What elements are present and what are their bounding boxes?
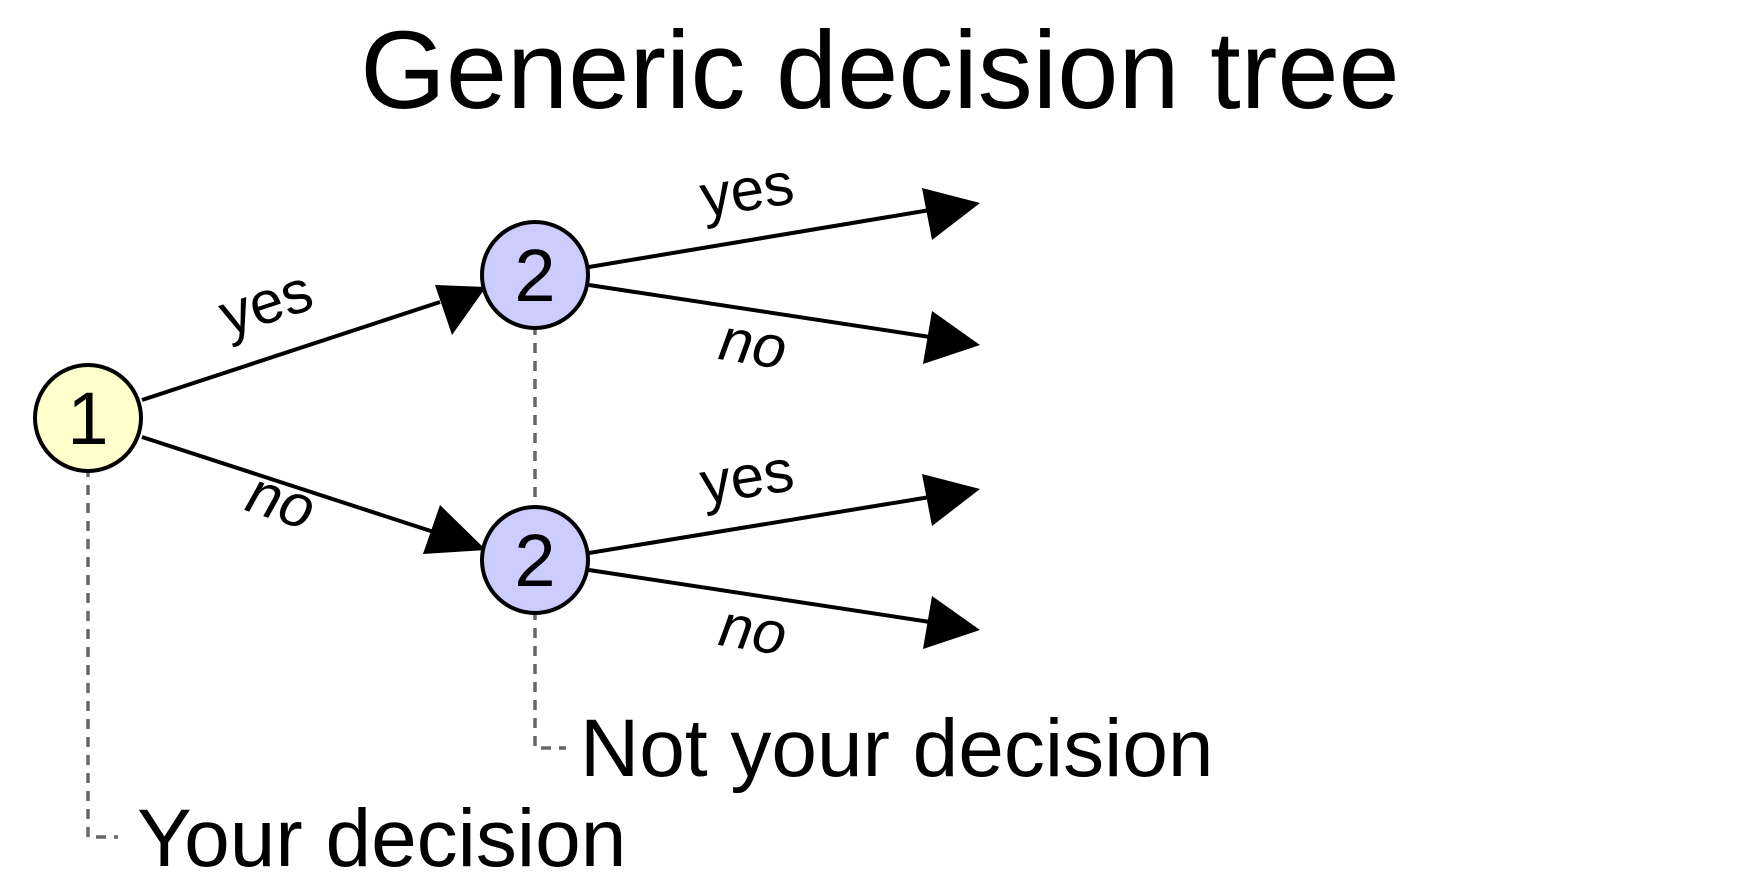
decision-node-circle bbox=[33, 363, 143, 473]
edge-label-root-yes: yes bbox=[211, 256, 321, 349]
arrowhead-root-no bbox=[423, 505, 486, 554]
edge-lower-no bbox=[588, 568, 931, 624]
arrowhead-lower-no bbox=[923, 596, 980, 649]
chance-node-lower: 2 bbox=[480, 505, 590, 615]
arrowhead-root-yes bbox=[435, 285, 486, 335]
diagram-title: Generic decision tree bbox=[360, 9, 1399, 132]
chance-node-lower-circle bbox=[480, 505, 590, 615]
edge-label-upper-yes: yes bbox=[695, 149, 798, 230]
chance-node-upper-label: 2 bbox=[514, 234, 555, 317]
arrowhead-upper-no bbox=[923, 311, 980, 364]
edge-label-lower-yes: yes bbox=[695, 436, 798, 517]
annotation-your-decision: Your decision bbox=[137, 793, 626, 880]
edge-lower-yes bbox=[588, 495, 931, 555]
decision-node: 1 bbox=[33, 363, 143, 473]
edge-upper-yes bbox=[588, 208, 931, 269]
edge-root-no bbox=[141, 435, 441, 536]
edge-label-upper-no: no bbox=[715, 305, 791, 382]
decision-node-label: 1 bbox=[67, 377, 108, 460]
arrowhead-lower-yes bbox=[922, 474, 980, 526]
edge-label-lower-no: no bbox=[715, 591, 791, 668]
not-your-decision-leader bbox=[533, 610, 566, 750]
chance-node-upper-circle bbox=[480, 220, 590, 330]
annotation-not-your-decision: Not your decision bbox=[580, 703, 1214, 794]
your-decision-leader bbox=[86, 467, 118, 839]
arrowhead-upper-yes bbox=[922, 188, 980, 240]
chance-node-upper: 2 bbox=[480, 220, 590, 330]
edge-root-yes bbox=[141, 300, 441, 402]
edge-upper-no bbox=[588, 283, 931, 339]
chance-node-lower-label: 2 bbox=[514, 519, 555, 602]
